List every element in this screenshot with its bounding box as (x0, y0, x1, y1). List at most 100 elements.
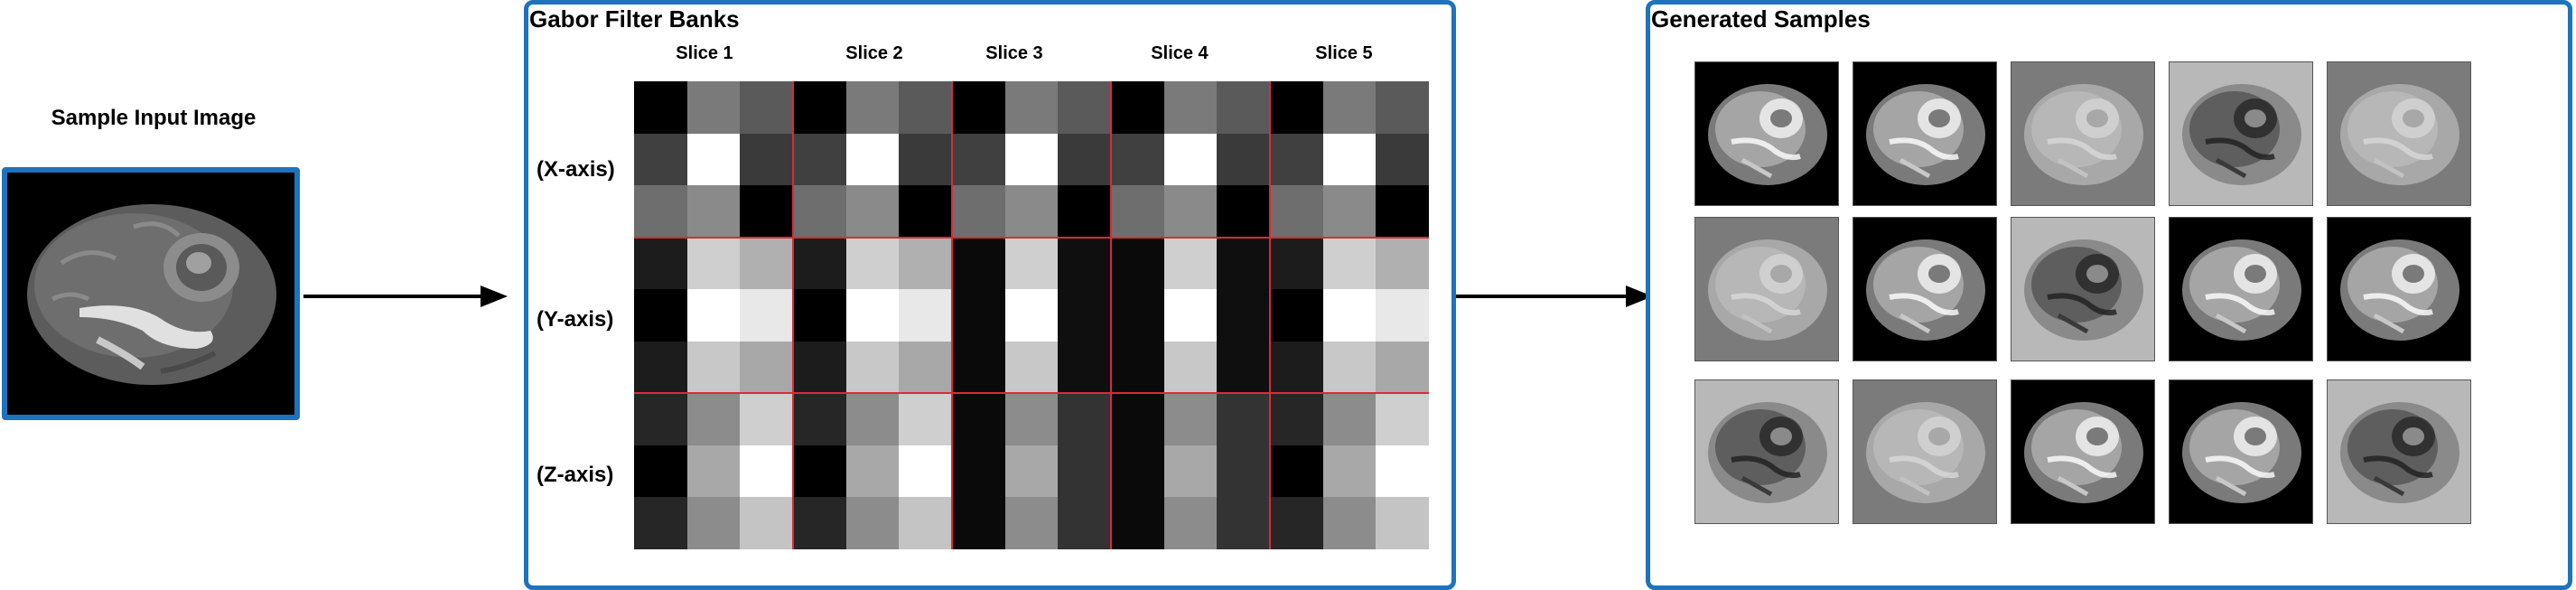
gabor-cell (1376, 185, 1430, 239)
gabor-cell (845, 81, 900, 134)
generated-sample-image (2327, 217, 2471, 361)
gabor-cell (952, 289, 1005, 342)
gabor-cell (1270, 497, 1323, 550)
gabor-cell (1004, 497, 1059, 550)
gabor-cell (1163, 393, 1218, 446)
gabor-cell (1058, 133, 1112, 186)
gabor-cell (1322, 341, 1377, 394)
gabor-cell (845, 185, 900, 239)
gabor-cell (1376, 393, 1430, 446)
gabor-cell (1004, 445, 1059, 498)
gabor-cell (740, 445, 794, 498)
gabor-cell (899, 497, 953, 550)
generated-sample-image (2011, 217, 2155, 361)
gabor-cell (952, 341, 1005, 394)
gabor-cell (1217, 341, 1271, 394)
gabor-cell (634, 81, 687, 134)
gabor-cell (686, 185, 741, 239)
gabor-cell (1111, 185, 1164, 239)
gabor-divider-vertical (792, 81, 794, 549)
gabor-cell (1163, 81, 1218, 134)
gabor-cell (1322, 237, 1377, 290)
axis-label-y: (Y-axis) (537, 307, 614, 332)
gabor-cell (1217, 445, 1271, 498)
gabor-cell (1058, 185, 1112, 239)
gabor-cell (1217, 237, 1271, 290)
gabor-cell (1376, 497, 1430, 550)
gabor-panel-title: Gabor Filter Banks (529, 5, 740, 33)
gabor-cell (899, 133, 953, 186)
gabor-cell (634, 133, 687, 186)
gabor-cell (1376, 341, 1430, 394)
gabor-cell (1217, 185, 1271, 239)
gabor-cell (740, 341, 794, 394)
gabor-cell (952, 185, 1005, 239)
gabor-cell (845, 497, 900, 550)
gabor-cell (1163, 185, 1218, 239)
generated-sample-image (2011, 61, 2155, 206)
axis-label-z: (Z-axis) (537, 463, 614, 487)
gabor-cell (634, 185, 687, 239)
gabor-cell (793, 289, 846, 342)
input-image-title: Sample Input Image (51, 106, 257, 130)
generated-sample-image (1694, 61, 1839, 206)
gabor-cell (845, 133, 900, 186)
gabor-cell (845, 237, 900, 290)
generated-sample-image (1853, 379, 1997, 524)
gabor-cell (1111, 133, 1164, 186)
gabor-divider-vertical (951, 81, 953, 549)
gabor-cell (1322, 393, 1377, 446)
gabor-cell (793, 445, 846, 498)
gabor-cell (740, 497, 794, 550)
gabor-cell (740, 81, 794, 134)
gabor-cell (686, 393, 741, 446)
gabor-cell (686, 289, 741, 342)
generated-sample-image (2327, 379, 2471, 524)
gabor-cell (1270, 81, 1323, 134)
gabor-cell (634, 341, 687, 394)
gabor-cell (1111, 497, 1164, 550)
gabor-cell (793, 393, 846, 446)
gabor-cell (1270, 393, 1323, 446)
gabor-cell (1217, 133, 1271, 186)
gabor-cell (845, 341, 900, 394)
gabor-cell (1217, 81, 1271, 134)
gabor-cell (952, 81, 1005, 134)
generated-sample-image (2169, 379, 2313, 524)
gabor-cell (1111, 81, 1164, 134)
gabor-cell (793, 133, 846, 186)
gabor-cell (1058, 445, 1112, 498)
gabor-cell (740, 185, 794, 239)
gabor-cell (1322, 185, 1377, 239)
samples-panel-title: Generated Samples (1651, 5, 1871, 33)
gabor-cell (1270, 185, 1323, 239)
gabor-cell (793, 341, 846, 394)
gabor-cell (1270, 445, 1323, 498)
gabor-cell (740, 393, 794, 446)
gabor-cell (1004, 185, 1059, 239)
gabor-cell (1004, 289, 1059, 342)
gabor-cell (952, 393, 1005, 446)
gabor-cell (740, 289, 794, 342)
gabor-cell (686, 81, 741, 134)
arrow-to-gabor-head (481, 286, 508, 307)
gabor-cell (1376, 289, 1430, 342)
generated-sample-image (2327, 61, 2471, 206)
gabor-cell (740, 237, 794, 290)
gabor-cell (634, 445, 687, 498)
gabor-cell (1004, 237, 1059, 290)
gabor-cell (952, 237, 1005, 290)
slice-label-5: Slice 5 (1315, 43, 1373, 63)
gabor-cell (634, 393, 687, 446)
gabor-cell (634, 237, 687, 290)
gabor-cell (1111, 341, 1164, 394)
gabor-cell (952, 445, 1005, 498)
generated-sample-image (2169, 61, 2313, 206)
gabor-cell (1322, 81, 1377, 134)
generated-sample-image (1694, 217, 1839, 361)
gabor-cell (1163, 497, 1218, 550)
gabor-cell (1004, 81, 1059, 134)
gabor-cell (1004, 393, 1059, 446)
gabor-cell (899, 185, 953, 239)
gabor-cell (634, 289, 687, 342)
